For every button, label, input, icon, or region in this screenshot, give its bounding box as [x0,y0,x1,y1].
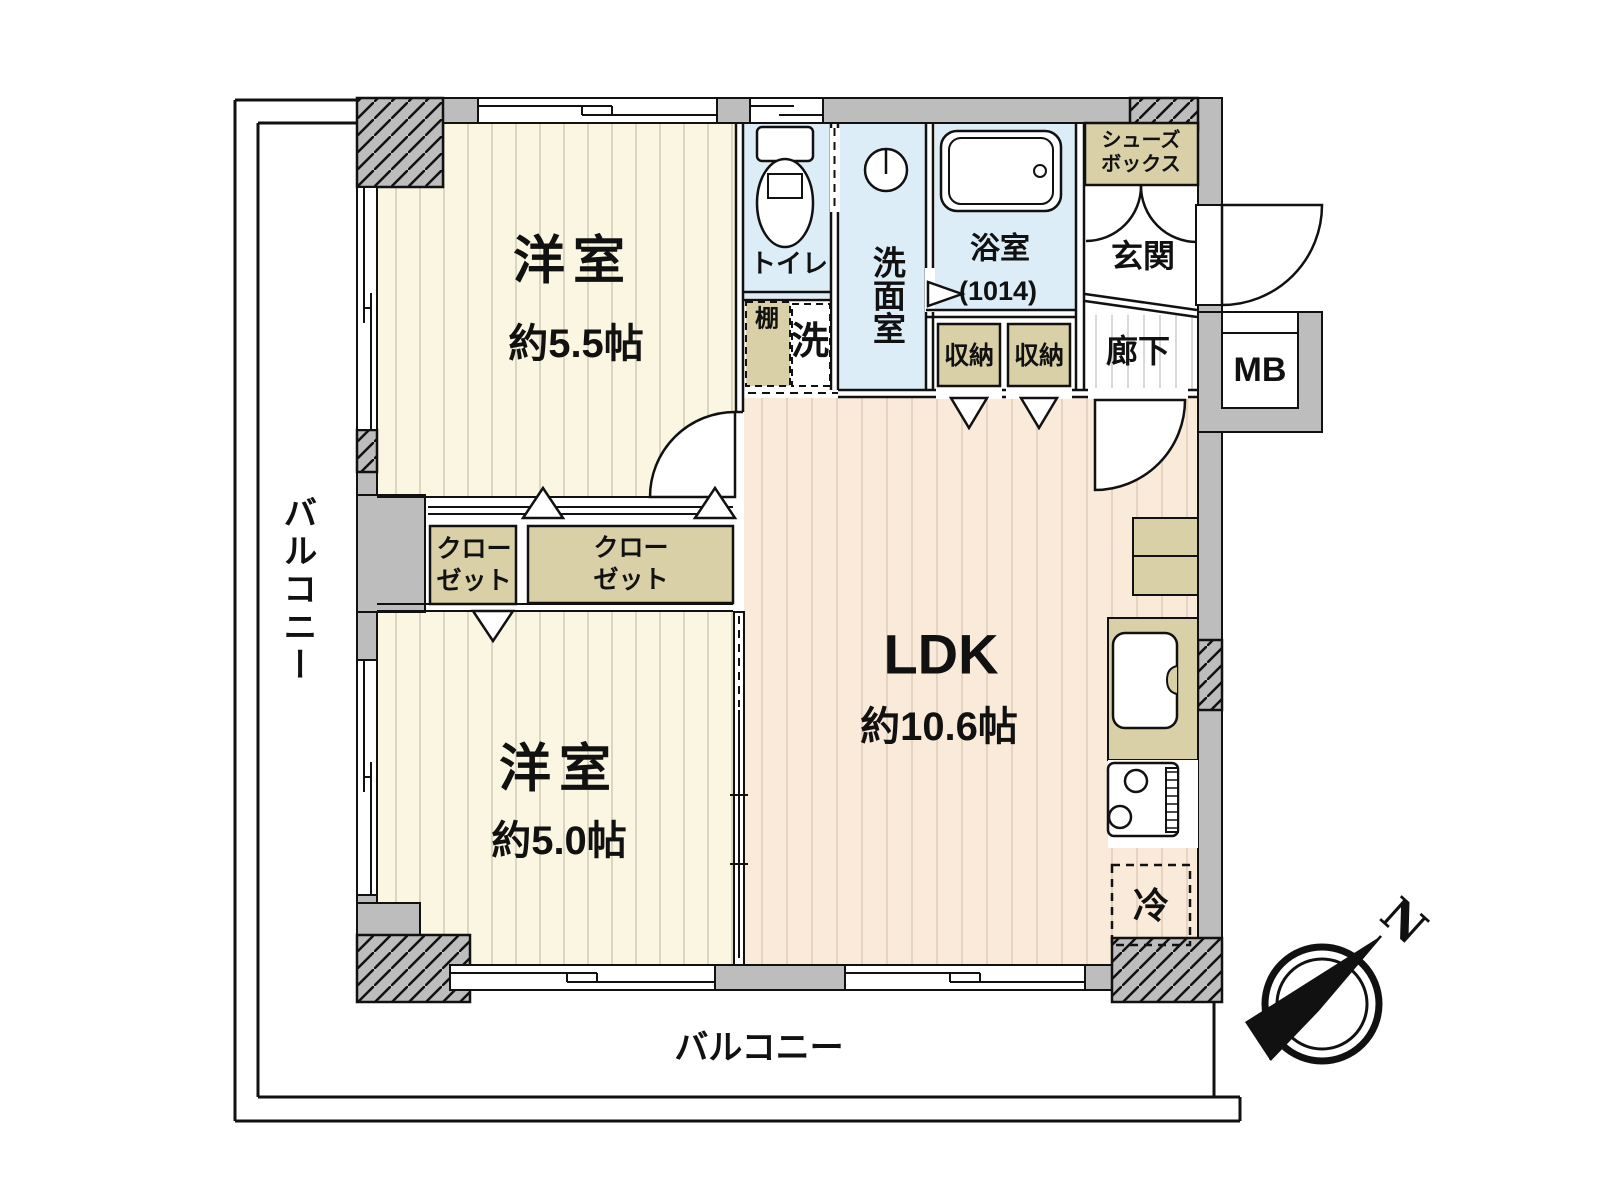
washer-box [791,303,831,387]
fridge-label: 冷 [1132,885,1170,927]
kitchen-cabinet-1 [1132,517,1199,557]
window-bottom-ldk [844,964,1086,991]
balcony-outline [233,98,1242,1123]
window-bottom-room2 [449,964,716,991]
kitchen-faucet [1165,665,1178,695]
toilet-icon [755,125,815,249]
closet-large-label-2: ゼット [593,565,669,594]
storage-boxes [428,121,1200,947]
room2-size-label: 約5.0帖 [491,819,627,863]
bath-door-marker [926,280,966,308]
meter-box [1197,311,1323,433]
opening-markers [470,280,1060,644]
shoebox-box [1083,121,1200,187]
storage2-label: 収納 [1013,341,1065,370]
balcony-bottom-label: バルコニー [674,1029,844,1068]
bath-name-label: 浴室 [970,232,1030,266]
balcony-left-label: バルコニー [277,495,316,685]
window-top-room1 [477,97,718,124]
compass-icon [1245,935,1383,1065]
ldk-size-label: 約10.6帖 [860,705,1018,749]
fridge-box [1110,863,1192,947]
closet-large-label-1: クロー [593,533,669,562]
bath-size-label: (1014) [958,275,1038,306]
shelf-label: 棚 [755,305,779,333]
room1-size-label: 約5.5帖 [508,322,644,366]
toilet-label: トイレ [749,248,829,279]
shoebox-label-1: シューズ [1101,129,1181,152]
washroom-label: 洗面室 [868,245,906,345]
room2-name-label: 洋室 [498,740,620,799]
doors [648,185,1324,499]
stove-icon [1106,761,1180,838]
storage1-label: 収納 [943,341,995,370]
genkan-swing-right [1139,185,1198,244]
meter-box-label: MB [1233,351,1287,390]
closet-large-box [526,524,735,605]
hall-ldk-door-arc [1093,398,1187,492]
closet-small-label-1: クロー [436,534,512,563]
room1-door-arc [648,410,737,499]
storage2-marker [1018,396,1060,431]
entrance-label: 玄関 [1110,238,1176,275]
washer-label: 洗 [790,321,830,364]
windows [356,97,1086,991]
room1-name-label: 洋室 [512,232,634,291]
storage2-box [1006,322,1072,388]
ldk-name-label: LDK [883,622,999,686]
entrance-door-arc [1220,203,1324,307]
window-left-room1 [356,186,378,431]
window-left-room2 [356,659,378,896]
hallway-label: 廊下 [1105,333,1171,370]
shoebox-label-2: ボックス [1101,153,1181,176]
kitchen [1106,517,1199,848]
bathtub-icon [939,129,1063,213]
closet-large-marker-2 [692,485,738,520]
window-top-toilet [749,97,824,124]
genkan-swing-left [1085,185,1143,243]
closet-large-marker-1 [520,485,566,520]
sliding-partition [730,611,748,966]
closet-small-marker [470,609,516,644]
storage1-box [936,322,1002,388]
entrance-opening [1195,204,1225,306]
closet-small-box [428,524,518,606]
closet-small-label-2: ゼット [436,566,512,595]
shelf-box [745,301,791,387]
storage1-marker [948,396,990,431]
washbasin-icon [863,147,909,193]
kitchen-cabinet-2 [1132,555,1199,596]
